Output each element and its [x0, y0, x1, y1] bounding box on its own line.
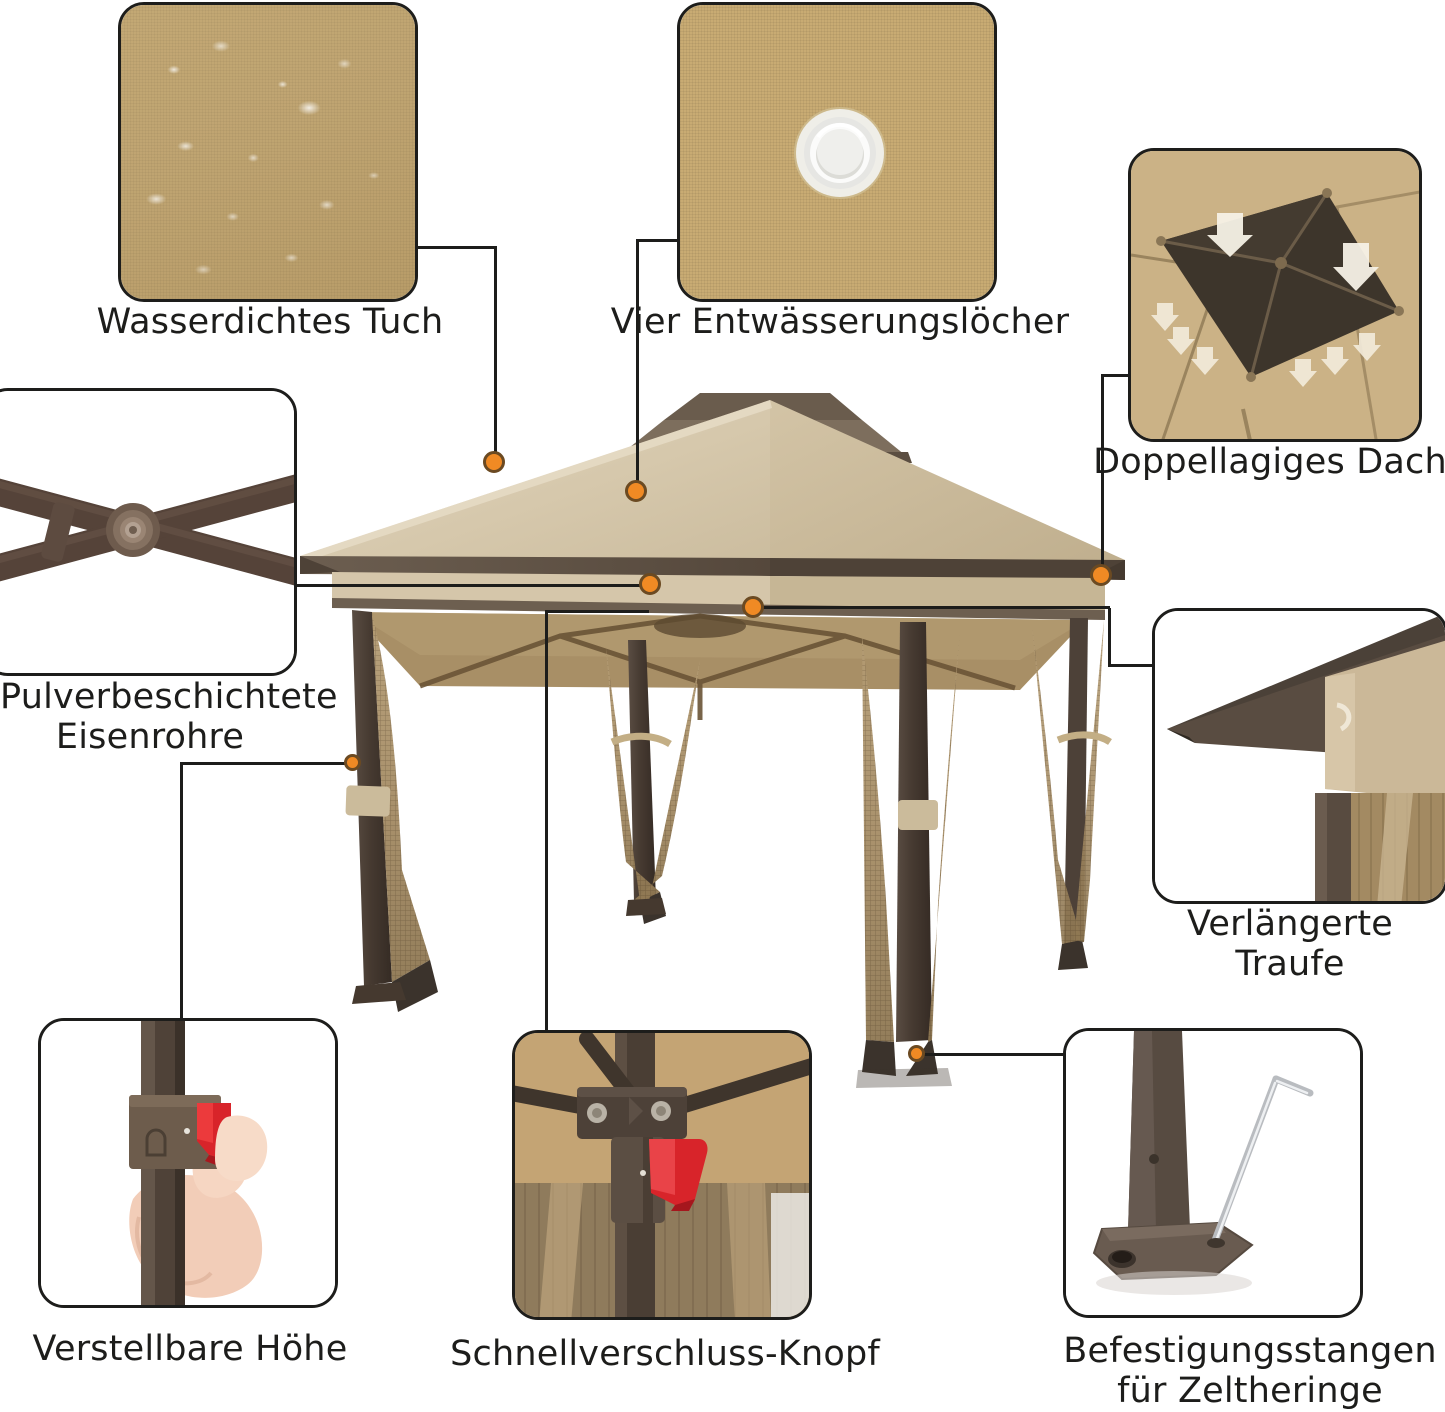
connector-double-roof-horizontal	[1101, 374, 1133, 377]
connector-eave-horizontal	[1108, 664, 1156, 667]
panel-adjustable-height[interactable]	[38, 1018, 338, 1308]
dot-double-roof[interactable]	[1090, 564, 1112, 586]
panel-extended-eave[interactable]	[1152, 608, 1445, 904]
caption-powder-coated-tubes: Pulverbeschichtete Eisenrohre	[0, 677, 338, 757]
connector-waterproof-horizontal	[415, 246, 497, 249]
connector-quickrelease-horizontal	[545, 610, 649, 613]
connector-drainage-vertical	[636, 239, 639, 491]
airflow-arrow-icon	[1151, 303, 1381, 387]
caption-quick-release-button: Schnellverschluss-Knopf	[450, 1334, 880, 1374]
caption-extended-eave: Verlängerte Traufe	[1186, 904, 1394, 984]
grommet-icon	[794, 107, 886, 199]
dot-powder-coated-frame[interactable]	[639, 573, 661, 595]
stake-anchor-photo	[1066, 1031, 1360, 1315]
caption-adjustable-height: Verstellbare Höhe	[32, 1329, 348, 1369]
caption-stake-anchor-bars: Befestigungsstangen für Zeltheringe	[1063, 1331, 1437, 1411]
quick-release-photo	[515, 1033, 809, 1317]
extended-eave-photo	[1155, 611, 1445, 901]
connector-height-vertical	[180, 762, 183, 1024]
connector-tubes-horizontal	[295, 584, 650, 587]
caption-drainage-holes: Vier Entwässerungslöcher	[610, 302, 1070, 342]
panel-stake-anchor-bars[interactable]	[1063, 1028, 1363, 1318]
airflow-arrow-icon	[1207, 213, 1379, 291]
connector-waterproof-vertical	[494, 246, 497, 462]
dot-stake-anchor[interactable]	[908, 1045, 925, 1062]
panel-drainage-holes[interactable]	[677, 2, 997, 302]
connector-drainage-horizontal	[636, 239, 684, 242]
panel-waterproof-fabric[interactable]	[118, 2, 418, 302]
caption-waterproof-fabric: Wasserdichtes Tuch	[96, 302, 444, 342]
panel-powder-coated-tubes[interactable]	[0, 388, 297, 676]
adjustable-height-photo	[41, 1021, 335, 1305]
dot-adjustable-height[interactable]	[344, 754, 361, 771]
connector-double-roof-vertical	[1101, 374, 1104, 576]
powder-coated-tubes-photo	[0, 391, 294, 673]
panel-double-tier-roof[interactable]	[1128, 148, 1422, 442]
dot-drainage-hole[interactable]	[625, 480, 647, 502]
dot-waterproof-fabric[interactable]	[483, 451, 505, 473]
connector-eave-horizontal2	[752, 606, 1110, 609]
drainage-hole-photo	[680, 5, 994, 299]
connector-eave-vertical	[1108, 608, 1111, 667]
caption-double-tier-roof: Doppellagiges Dach	[1093, 442, 1445, 482]
connector-stake-horizontal	[922, 1053, 1070, 1056]
connector-quickrelease-vertical	[545, 610, 548, 1034]
double-roof-photo	[1131, 151, 1419, 439]
panel-quick-release-button[interactable]	[512, 1030, 812, 1320]
dot-extended-eave[interactable]	[742, 596, 764, 618]
waterproof-fabric-photo	[121, 5, 415, 299]
connector-height-horizontal	[180, 762, 352, 765]
